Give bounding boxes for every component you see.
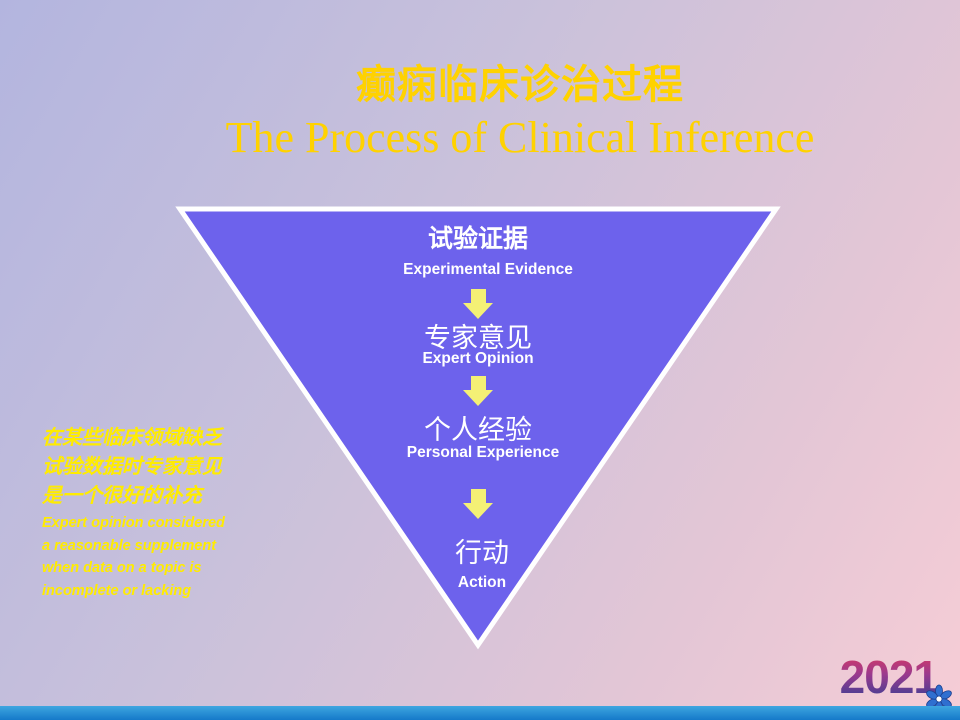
step-1-chinese: 试验证据 [427,224,528,253]
step-2-english: Expert Opinion [422,350,534,367]
step-3-chinese: 个人经验 [424,415,532,446]
title-english: The Process of Clinical Inference [225,113,815,162]
side-note-chinese-line: 试验数据时专家意见 [42,454,222,478]
side-note-english-line: incomplete or lacking [42,582,192,599]
step-4-english: Action [457,574,507,591]
title-chinese: 癫痫临床诊治过程 [356,62,684,108]
side-note-english: Expert opinion considered a reasonable s… [42,512,302,602]
side-note-chinese: 在某些临床领域缺乏 试验数据时专家意见 是一个很好的补充 [42,423,302,510]
triangle-shape [175,206,781,650]
side-note-english-line: Expert opinion considered [42,515,225,531]
down-arrow-icon [463,376,493,406]
step-2-chinese: 专家意见 [424,323,532,354]
down-arrow-icon [463,489,493,519]
side-note-english-line: when data on a topic is [42,560,202,576]
step-1-english: Experimental Evidence [403,261,573,278]
bottom-bar [0,706,960,720]
step-3-english: Personal Experience [406,444,560,461]
side-note-chinese-line: 在某些临床领域缺乏 [42,425,222,449]
step-4-chinese: 行动 [455,538,509,569]
down-arrow-icon [463,289,493,319]
side-note-english-line: a reasonable supplement [42,537,217,554]
year-badge: 2021 [839,651,939,703]
side-note-chinese-line: 是一个很好的补充 [42,483,202,507]
side-note: 在某些临床领域缺乏 试验数据时专家意见 是一个很好的补充 Expert opin… [42,423,302,602]
